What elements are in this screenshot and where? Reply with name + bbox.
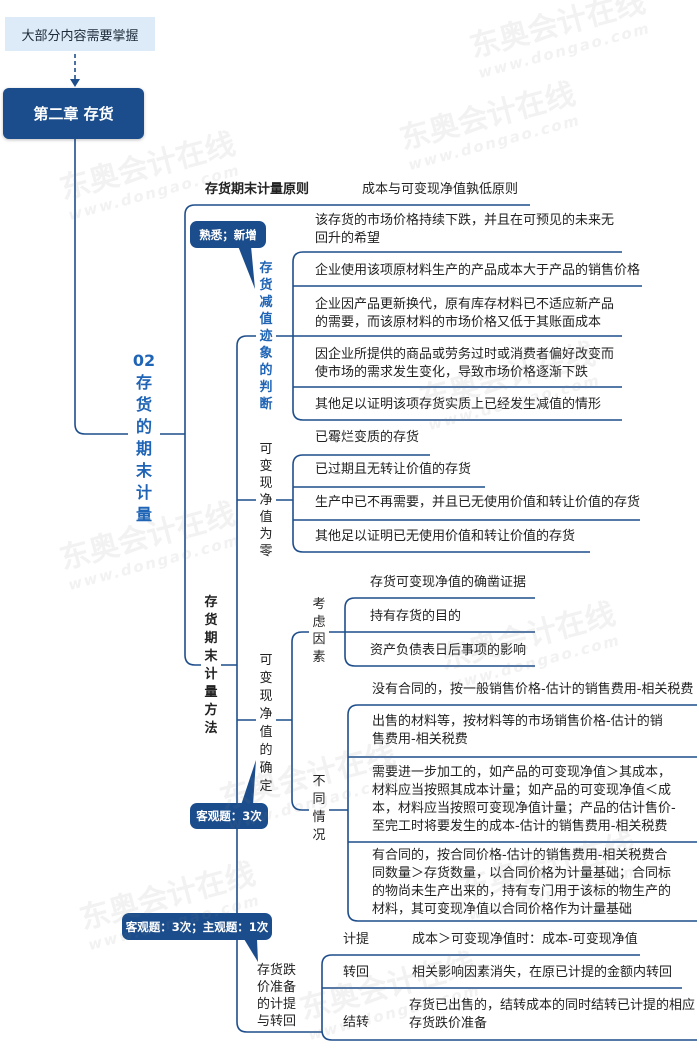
impairment-item: 因企业所提供的商品或劳务过时或消费者偏好改变而使市场的需求发生变化，导致市场价格…	[315, 347, 615, 380]
section-bracket	[184, 204, 530, 666]
impairment-item: 其他足以证明该项存货实质上已经发生减值的情形	[315, 397, 602, 412]
factors-bracket	[344, 597, 535, 667]
section-node[interactable]: 02 存货的期末计量	[128, 350, 160, 528]
determination-badge-pointer	[241, 760, 256, 805]
factors-node[interactable]: 考虑因素	[309, 596, 329, 666]
impairment-item: 该存货的市场价格持续下跌，并且在可预见的未来无回升的希望	[315, 213, 615, 246]
situation-item: 需要进一步加工的，如产品的可变现净值＞其成本，材料应当按照其成本计量；如产品的可…	[372, 765, 676, 834]
nrv-zero-item: 已过期且无转让价值的存货	[315, 462, 472, 477]
provision-item-label: 转回	[343, 965, 370, 980]
factor-item: 持有存货的目的	[370, 609, 462, 624]
impairment-badge: 熟悉；新增	[190, 221, 266, 248]
principle-label: 存货期末计量原则	[205, 182, 310, 197]
provision-item-label: 计提	[343, 932, 370, 947]
determination-badge: 客观题：3次	[190, 803, 268, 829]
provision-bracket	[321, 954, 697, 1041]
impairment-node[interactable]: 存货减值迹象的判断	[256, 260, 276, 413]
provision-item-text: 成本＞可变现净值时：成本-可变现净值	[412, 932, 638, 947]
nrv-zero-item: 生产中已不再需要，并且已无使用价值和转让价值的存货	[315, 495, 641, 510]
situation-item: 出售的材料等，按材料等的市场销售价格-估计的销售费用-相关税费	[372, 714, 663, 747]
provision-badge: 客观题：3次；主观题：1次	[122, 913, 272, 940]
provision-node[interactable]: 存货跌价准备的计提与转回	[257, 962, 299, 1030]
impairment-item: 企业使用该项原材料生产的产品成本大于产品的销售价格	[315, 263, 641, 278]
factor-item: 存货可变现净值的确凿证据	[370, 575, 527, 590]
method-bracket	[236, 335, 322, 1033]
situations-node[interactable]: 不同情况	[309, 773, 329, 845]
nrv-zero-node[interactable]: 可变现净值为零	[256, 441, 276, 560]
nrv-zero-item: 已霉烂变质的存货	[315, 430, 420, 445]
chapter-title[interactable]: 第二章 存货	[3, 88, 144, 139]
method-node[interactable]: 存货期末计量方法	[201, 594, 221, 738]
nrv-zero-item: 其他足以证明已无使用价值和转让价值的存货	[315, 529, 576, 544]
impairment-bracket	[292, 251, 642, 421]
section-title: 存货的期末计量	[135, 373, 152, 524]
chapter-to-section-line	[74, 139, 185, 435]
situation-item: 没有合同的，按一般销售价格-估计的销售费用-相关税费	[372, 682, 694, 697]
determination-bracket	[291, 631, 348, 811]
provision-item-text: 存货已出售的，结转成本的同时结转已计提的相应存货跌价准备	[409, 998, 696, 1031]
nrv-determination-node[interactable]: 可变现净值的确定	[256, 652, 276, 796]
provision-item-label: 结转	[343, 1015, 370, 1030]
provision-item-text: 相关影响因素消失，在原已计提的金额内转回	[412, 965, 673, 980]
section-number: 02	[132, 351, 156, 370]
impairment-badge-pointer	[238, 246, 255, 289]
situation-item: 有合同的，按合同价格-估计的销售费用-相关税费合同数量＞存货数量，以合同价格为计…	[372, 848, 672, 917]
factor-item: 资产负债表日后事项的影响	[370, 643, 527, 658]
situations-bracket	[347, 704, 697, 922]
principle-value: 成本与可变现净值孰低原则	[362, 182, 519, 197]
note-to-chapter-arrow	[70, 54, 80, 87]
note-box: 大部分内容需要掌握	[5, 17, 155, 51]
provision-badge-pointer	[244, 939, 258, 962]
impairment-item: 企业因产品更新换代，原有库存材料已不适应新产品的需要，而该原材料的市场价格又低于…	[315, 297, 615, 330]
nrv-zero-bracket	[292, 454, 640, 553]
